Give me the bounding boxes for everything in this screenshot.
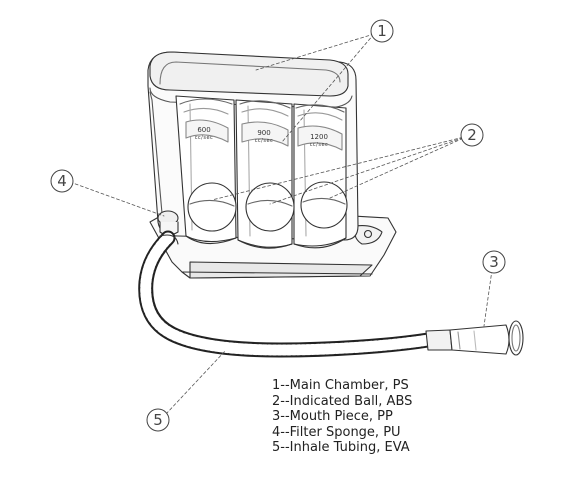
- parts-legend: 1--Main Chamber, PS 2--Indicated Ball, A…: [272, 378, 412, 456]
- legend-item: 5--Inhale Tubing, EVA: [272, 440, 410, 455]
- callout-2: 2: [460, 123, 484, 147]
- chamber-label-unit: cc/sec: [310, 142, 329, 148]
- callout-number: 3: [489, 253, 499, 271]
- legend-item: 3--Mouth Piece, PP: [272, 409, 393, 424]
- indicated-ball: [245, 182, 295, 232]
- chamber-label-unit: cc/sec: [255, 138, 274, 144]
- legend-item: 2--Indicated Ball, ABS: [272, 393, 413, 409]
- callout-1: 1: [370, 19, 394, 43]
- indicated-balls: [187, 181, 348, 232]
- legend-item: 1--Main Chamber, PS: [272, 378, 409, 393]
- callout-number: 4: [57, 172, 67, 190]
- chamber-label-value: 1200: [310, 133, 328, 141]
- indicated-ball: [300, 181, 348, 229]
- indicated-ball: [187, 182, 237, 232]
- chamber-label-unit: cc/sec: [195, 135, 214, 141]
- callout-3: 3: [482, 250, 506, 274]
- legend-item: 4--Filter Sponge, PU: [272, 424, 401, 440]
- leader-lines: [69, 33, 493, 415]
- chamber-labels: 600 cc/sec 900 cc/sec 1200 cc/sec: [195, 126, 329, 148]
- callout-number: 2: [467, 126, 477, 144]
- inhale-tubing: [138, 230, 436, 358]
- callouts: 1 2 3 4 5: [50, 19, 506, 432]
- callout-4: 4: [50, 169, 74, 193]
- mouth-piece: [425, 320, 524, 356]
- callout-number: 5: [153, 411, 163, 429]
- chamber-label-value: 900: [257, 129, 270, 137]
- callout-number: 1: [377, 22, 387, 40]
- callout-5: 5: [146, 408, 170, 432]
- chamber-label-value: 600: [197, 126, 210, 134]
